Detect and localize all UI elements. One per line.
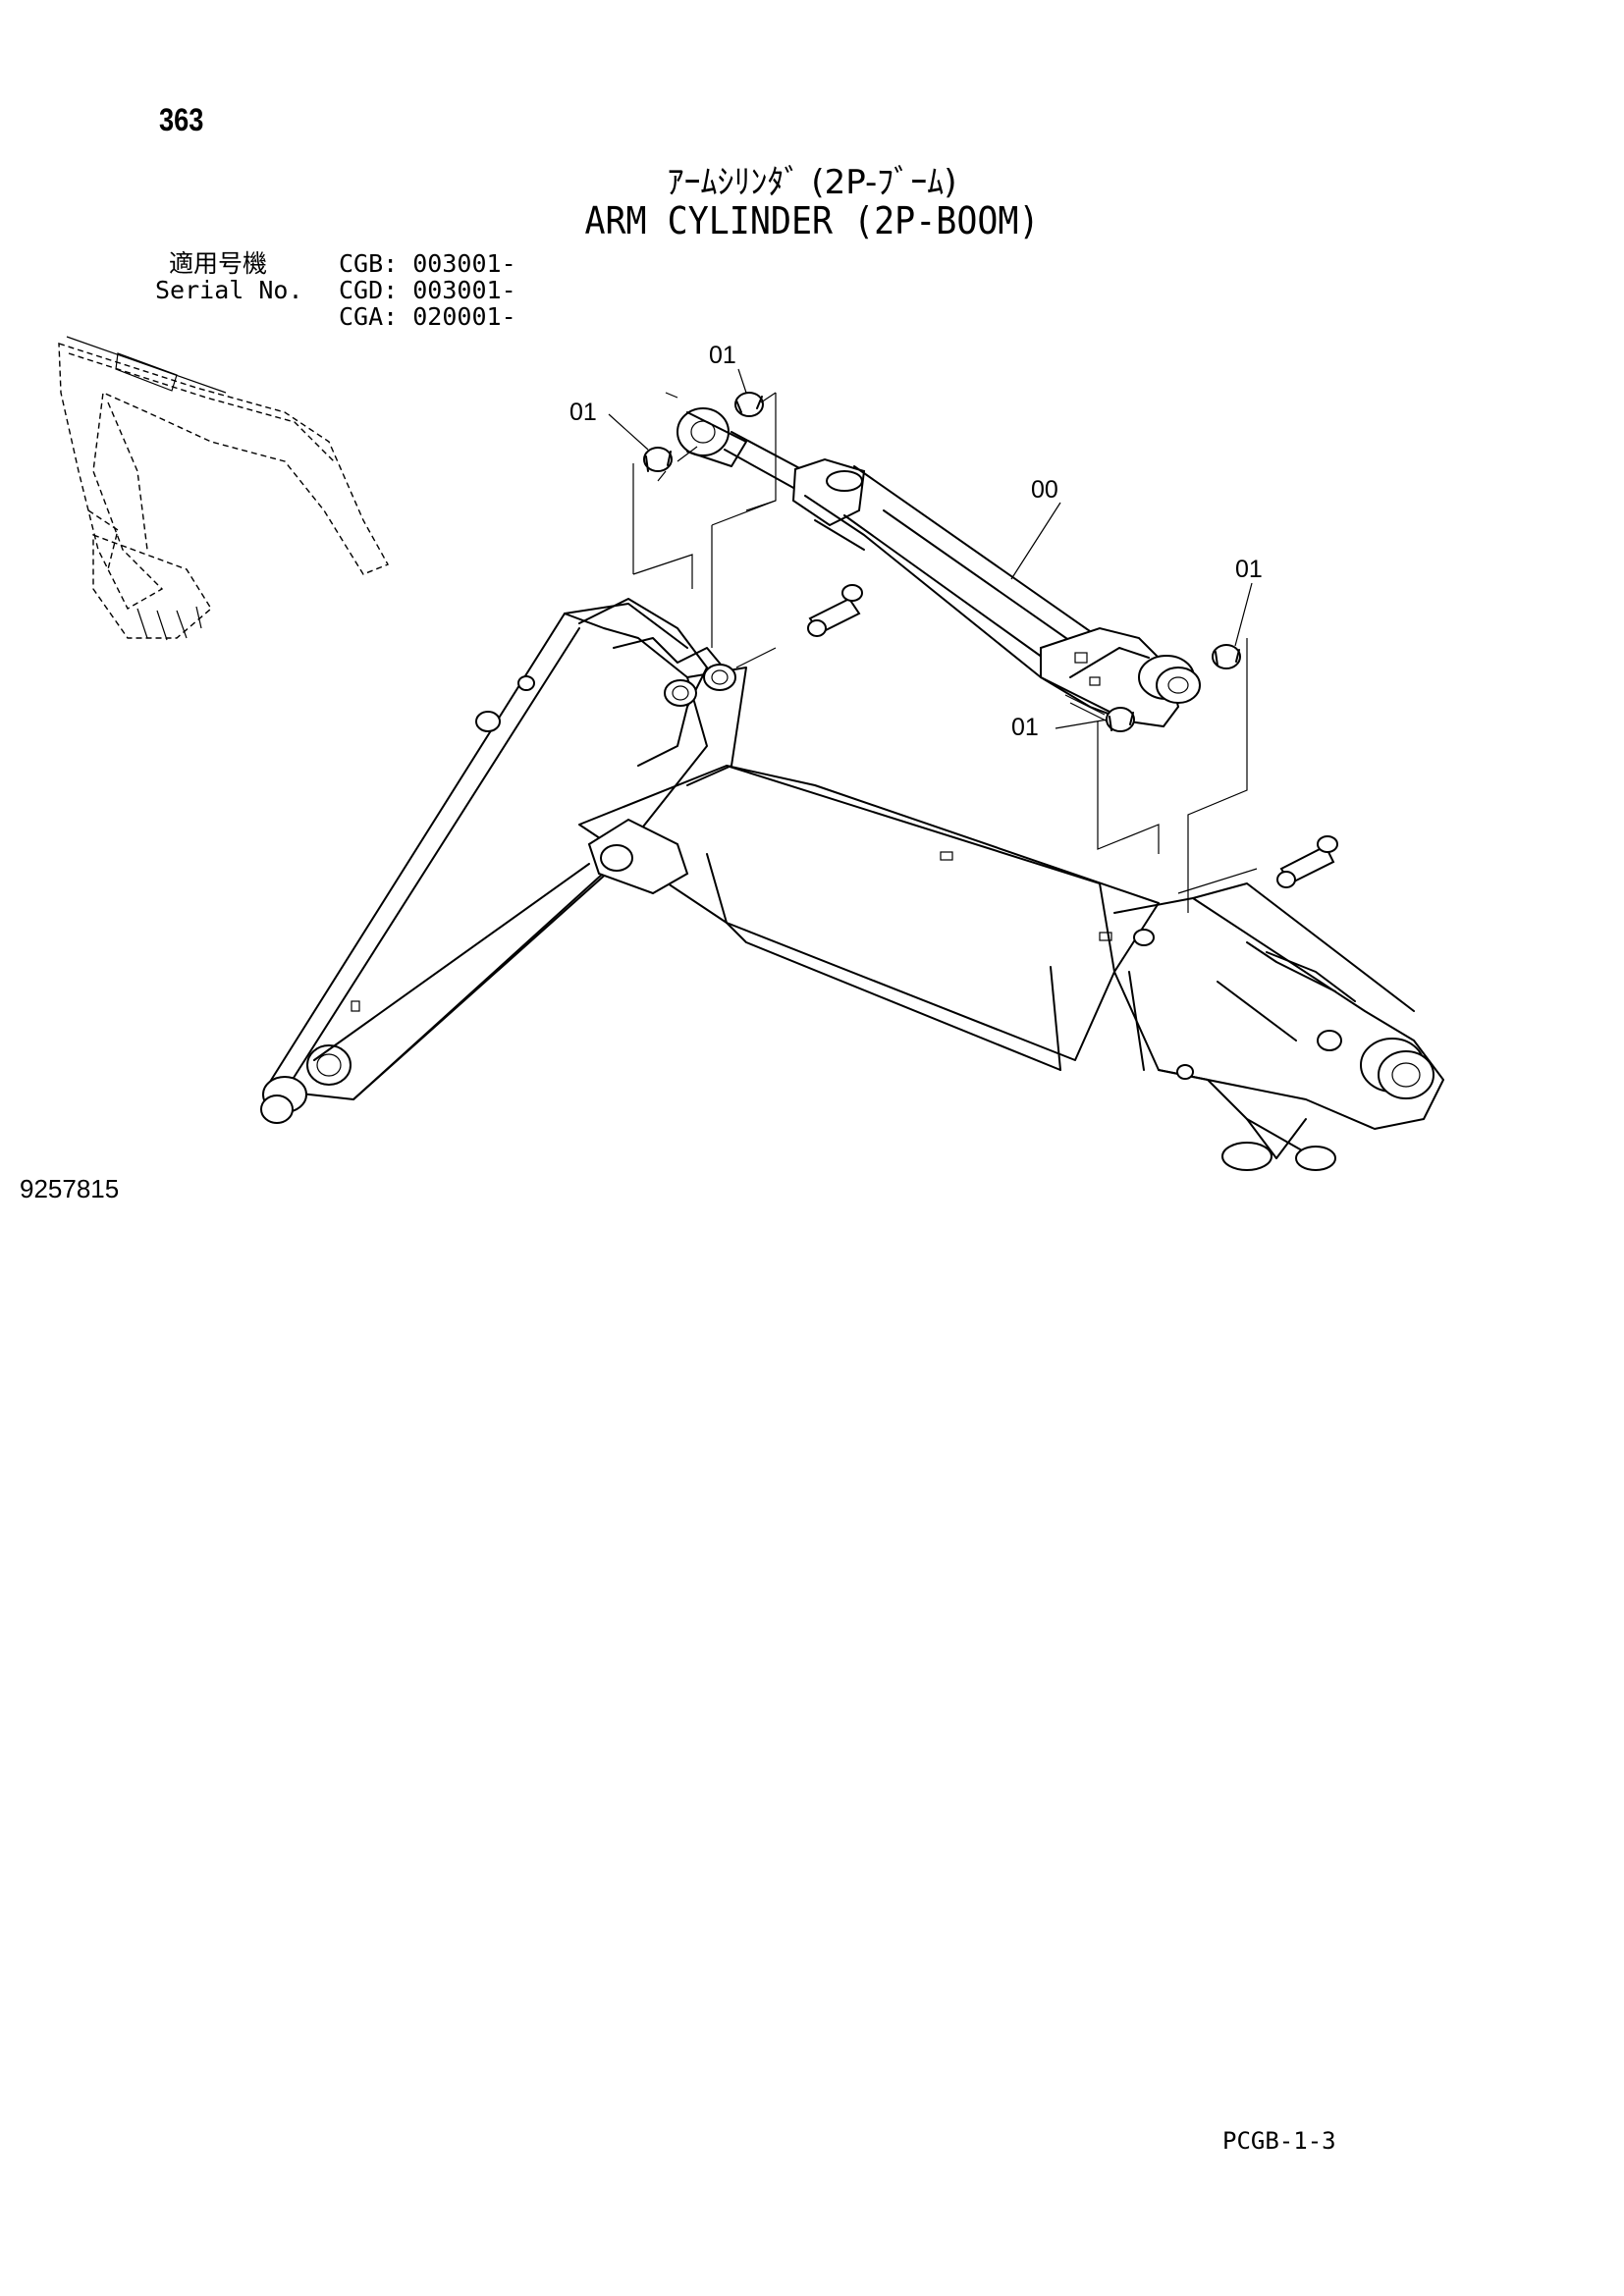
bushing-top-right (734, 392, 764, 417)
callout-bushing-top-right: 01 (709, 342, 736, 369)
callout-leaders (608, 368, 1253, 729)
sheet-reference: PCGB-1-3 (1222, 2127, 1336, 2155)
arm-structure (260, 598, 1444, 1171)
drawing-number: 9257815 (20, 1174, 120, 1203)
bushing-top-left (643, 447, 673, 472)
title-japanese: ｱｰﾑｼﾘﾝﾀﾞ (2P-ﾌﾞｰﾑ) (667, 163, 957, 202)
callout-cylinder: 00 (1031, 476, 1058, 504)
callouts: 01 01 00 01 01 (569, 342, 1263, 741)
pin-lower (1276, 835, 1338, 888)
serial-label-japanese: 適用号機 (169, 249, 268, 278)
callout-bushing-right-lower: 01 (1011, 714, 1039, 741)
callout-bushing-right-upper: 01 (1235, 556, 1263, 583)
serial-label-english: Serial No. (155, 276, 303, 304)
serial-range-cgb: CGB: 003001- (339, 249, 516, 278)
title-english: ARM CYLINDER (2P-BOOM) (584, 199, 1040, 242)
serial-range-cgd: CGD: 003001- (339, 276, 516, 304)
bushing-right-lower (1106, 707, 1135, 732)
bushing-right-upper (1212, 644, 1241, 669)
page-number: 363 (159, 102, 204, 137)
serial-range-cga: CGA: 020001- (339, 302, 516, 331)
pin-upper (807, 584, 863, 637)
callout-bushing-top-left: 01 (569, 399, 597, 426)
leader-lines (632, 392, 1258, 913)
arm-cylinder (677, 407, 1201, 728)
bushings (643, 392, 1241, 732)
key-plan-excavator-sketch (58, 336, 389, 641)
pins (807, 584, 1338, 888)
